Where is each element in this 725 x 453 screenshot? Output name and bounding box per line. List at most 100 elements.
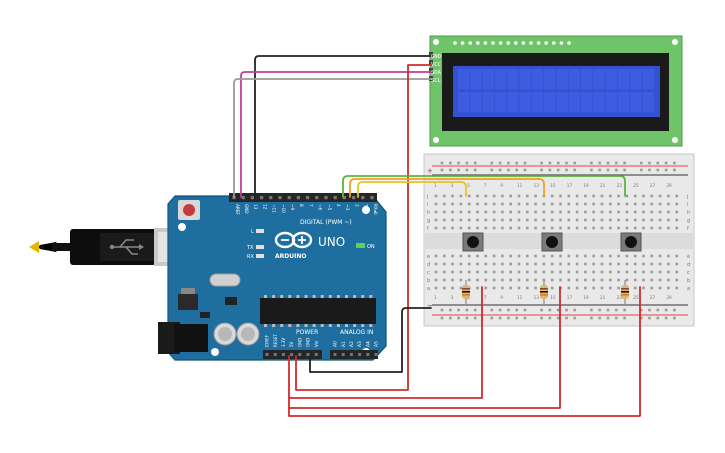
wire-lcd-sda[interactable] (240, 71, 432, 198)
analog-pin[interactable] (341, 353, 345, 356)
wire-button-3-signal[interactable] (342, 175, 626, 198)
resistor-3[interactable] (621, 280, 629, 304)
power-pin[interactable] (290, 353, 294, 356)
breadboard-hole (600, 210, 604, 214)
mcu-pin (304, 295, 308, 298)
power-pin[interactable] (306, 353, 310, 356)
resistor-2[interactable] (540, 280, 548, 304)
column-number: 29 (666, 183, 672, 188)
breadboard-hole (501, 254, 504, 258)
wire-gnd-breadboard[interactable] (309, 307, 432, 373)
column-number: 21 (600, 295, 606, 300)
column-number: 15 (550, 295, 556, 300)
analog-pin[interactable] (349, 353, 353, 356)
column-number: 9 (500, 295, 503, 300)
rail-minus-label: − (427, 302, 433, 310)
header-pin[interactable] (315, 196, 319, 200)
breadboard-hole (434, 262, 438, 266)
analog-pin-label: A1 (341, 341, 347, 347)
lcd-cell (482, 69, 494, 90)
header-pin[interactable] (352, 196, 356, 200)
power-pin[interactable] (265, 353, 269, 356)
breadboard-hole (526, 278, 529, 282)
header-pin[interactable] (278, 196, 282, 200)
breadboard-hole (457, 161, 460, 165)
pushbutton-3[interactable] (620, 232, 642, 252)
wire-button-1-signal[interactable] (357, 181, 467, 198)
wire-lcd-scl[interactable] (233, 78, 432, 198)
header-pin[interactable] (250, 196, 254, 200)
resistor-1[interactable] (462, 280, 470, 304)
mcu-pin (288, 295, 292, 298)
breadboard-hole (639, 168, 643, 172)
analog-pin[interactable] (374, 353, 378, 356)
breadboard-hole (451, 270, 454, 274)
pushbutton-1[interactable] (462, 232, 484, 252)
breadboard-hole (598, 316, 601, 320)
pushbutton-2[interactable] (541, 232, 563, 252)
breadboard-hole (642, 210, 645, 214)
header-pin[interactable] (370, 196, 374, 200)
analog-pin[interactable] (358, 353, 362, 356)
breadboard-hole (615, 161, 618, 165)
wire-lcd-gnd[interactable] (254, 55, 432, 198)
header-pin[interactable] (324, 196, 328, 200)
wire-5v-button-3[interactable] (288, 286, 641, 417)
header-pin[interactable] (260, 196, 264, 200)
breadboard-hole (633, 262, 637, 266)
breadboard-hole (623, 161, 626, 165)
pushbutton-cap[interactable] (467, 236, 479, 248)
breadboard-hole (650, 262, 654, 266)
breadboard-hole (575, 270, 579, 274)
wire-button-2-signal[interactable] (349, 178, 545, 198)
breadboard-hole (550, 254, 554, 258)
wire-5v-button-1[interactable] (288, 286, 483, 399)
wire-lcd-vcc[interactable] (295, 64, 432, 391)
breadboard-hole (567, 194, 571, 198)
breadboard-hole (434, 210, 438, 214)
header-pin[interactable] (306, 196, 310, 200)
breadboard-hole (473, 161, 477, 165)
power-pin[interactable] (281, 353, 285, 356)
mcu-pin (296, 295, 300, 298)
digital-pin-label: GND (244, 204, 249, 214)
pushbutton-cap[interactable] (625, 236, 637, 248)
breadboard-hole (517, 262, 521, 266)
wire-5v-button-2[interactable] (288, 286, 561, 409)
breadboard-hole (443, 278, 446, 282)
tx-led (256, 245, 264, 249)
header-pin[interactable] (333, 196, 337, 200)
lcd-cell (642, 92, 654, 113)
analog-pin[interactable] (333, 353, 337, 356)
power-pin[interactable] (298, 353, 302, 356)
header-pin[interactable] (287, 196, 291, 200)
breadboard-hole (673, 316, 676, 320)
lcd-hole (491, 41, 495, 45)
lcd-cell (519, 92, 531, 113)
power-pin[interactable] (273, 353, 277, 356)
breadboard-hole (526, 226, 529, 230)
header-pin[interactable] (269, 196, 273, 200)
reset-button[interactable] (183, 204, 195, 216)
breadboard-hole (600, 226, 604, 230)
pushbutton-cap[interactable] (546, 236, 558, 248)
lcd-pin[interactable] (429, 68, 433, 73)
breadboard-hole (515, 308, 518, 312)
breadboard-hole (556, 316, 560, 320)
breadboard-hole (457, 308, 460, 312)
breadboard-hole (633, 202, 637, 206)
header-pin[interactable] (342, 196, 346, 200)
breadboard-hole (509, 262, 512, 266)
lcd-pin[interactable] (429, 60, 433, 65)
breadboard-hole (600, 278, 604, 282)
analog-pin[interactable] (366, 353, 370, 356)
header-pin[interactable] (241, 196, 245, 200)
lcd-pin[interactable] (429, 52, 433, 57)
header-pin[interactable] (296, 196, 300, 200)
lcd-i2c-module[interactable] (429, 35, 683, 147)
header-pin[interactable] (361, 196, 365, 200)
power-pin[interactable] (314, 353, 318, 356)
breadboard-hole (667, 270, 670, 274)
lcd-pin-vcc-label: VCC (431, 62, 441, 68)
